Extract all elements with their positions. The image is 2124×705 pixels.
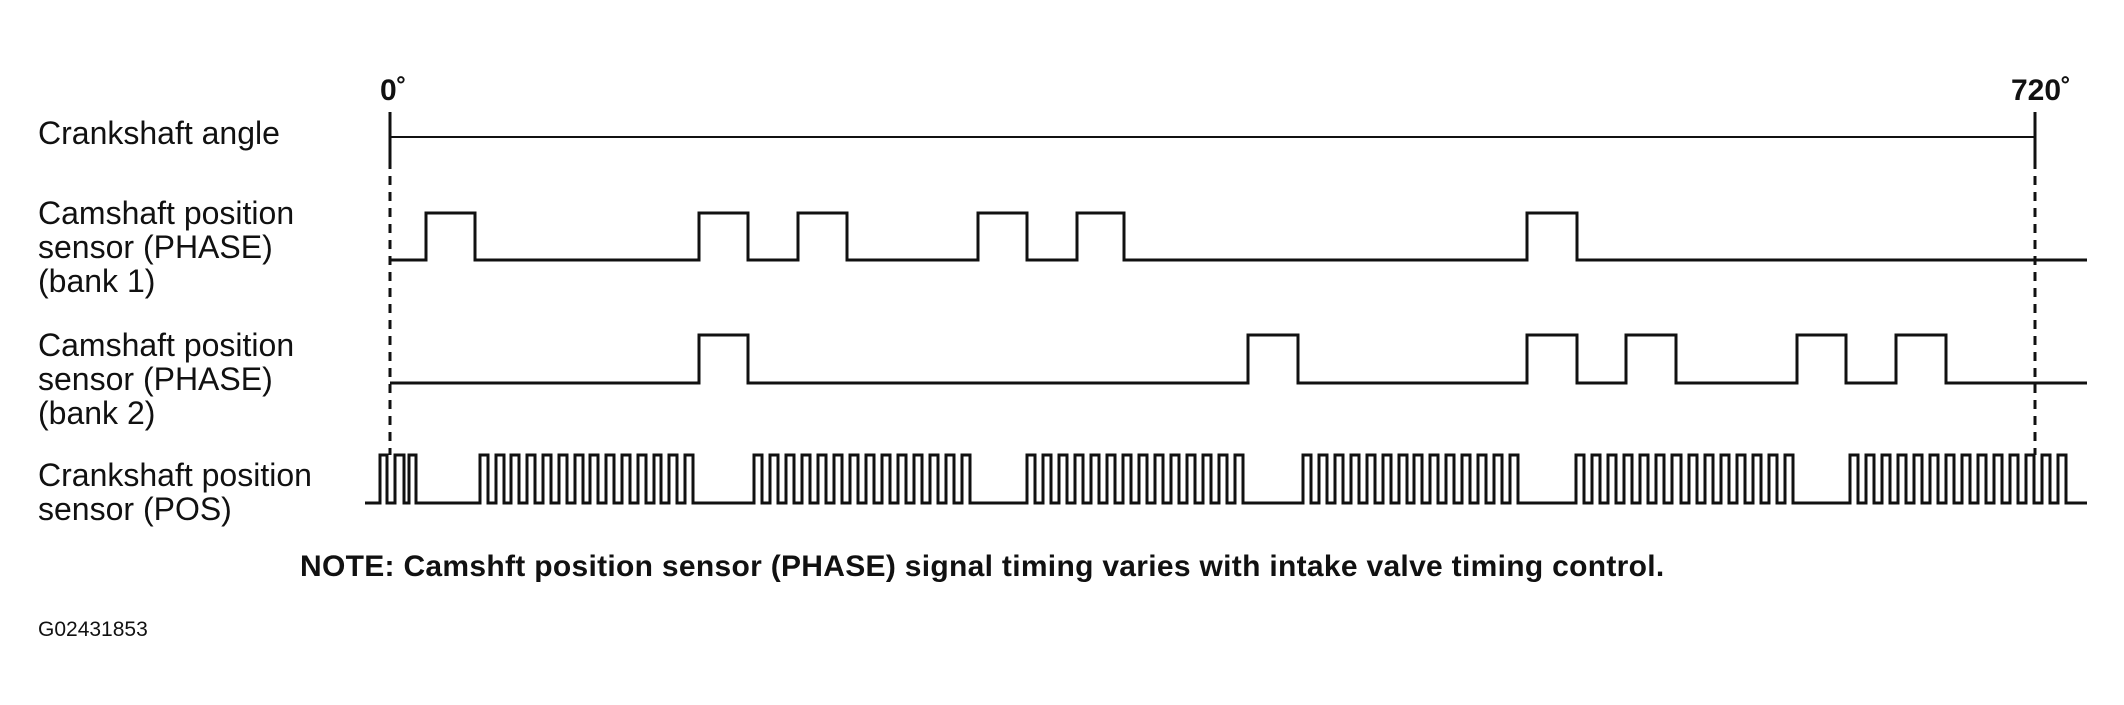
- pos-signal: [365, 453, 2087, 505]
- phase-bank1-waveform: [390, 211, 2087, 262]
- phase-bank2-signal: [390, 333, 2087, 385]
- figure-code: G02431853: [38, 618, 148, 641]
- label-phase-bank2: Camshaft position sensor (PHASE) (bank 2…: [38, 327, 295, 431]
- phase-bank2-waveform: [390, 333, 2087, 385]
- phase-bank1-signal: [390, 211, 2087, 262]
- label-crankshaft-angle: Crankshaft angle: [38, 115, 280, 151]
- crankshaft-angle-axis: [388, 112, 2037, 455]
- axis-end-label: 720˚: [2011, 74, 2072, 107]
- pos-waveform: [365, 453, 2087, 505]
- label-phase-bank1: Camshaft position sensor (PHASE) (bank 1…: [38, 195, 295, 299]
- note-text: NOTE: Camshft position sensor (PHASE) si…: [300, 550, 1665, 583]
- axis-start-label: 0˚: [380, 74, 407, 107]
- label-pos-sensor: Crankshaft position sensor (POS): [38, 457, 312, 527]
